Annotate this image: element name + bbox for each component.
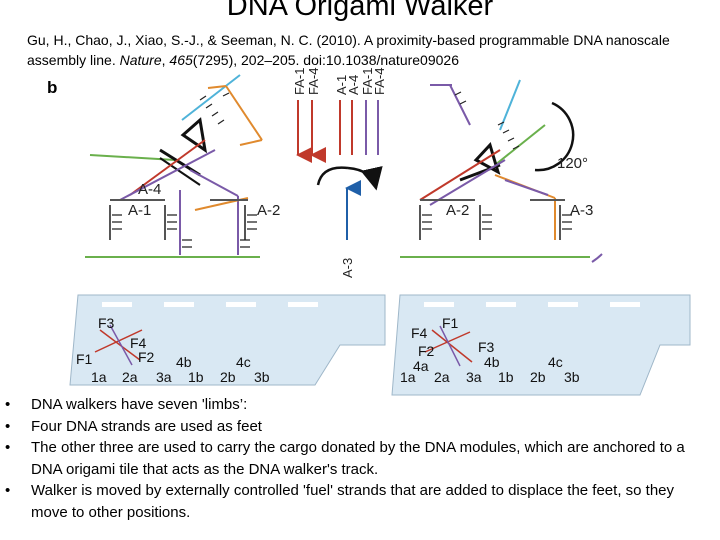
- track-left-1a: 1a: [91, 369, 107, 385]
- fuel-strands: FA-1 FA-4 A-1 A-4 FA-1 FA-4 A-3: [292, 68, 387, 278]
- track-right-f4: F4: [411, 325, 428, 341]
- track-right-2b: 2b: [530, 369, 546, 385]
- track-left-f2: F2: [138, 349, 155, 365]
- track-left-2b: 2b: [220, 369, 236, 385]
- track-left-4c: 4c: [236, 354, 251, 370]
- panel-label: b: [47, 78, 57, 97]
- fuel-label-1: FA-1: [292, 68, 307, 95]
- track-right-4a: 4a: [413, 358, 429, 374]
- track-right-2a: 2a: [434, 369, 450, 385]
- purple-strand-left: [119, 149, 216, 201]
- bullet-item: DNA walkers have seven 'limbs’:: [0, 394, 720, 416]
- right-label-a2: A-2: [446, 202, 469, 219]
- citation-journal: Nature: [119, 52, 162, 68]
- reaction-arrow: [347, 166, 383, 191]
- citation: Gu, H., Chao, J., Xiao, S.-J., & Seeman,…: [27, 32, 670, 68]
- track-right-f3: F3: [478, 339, 495, 355]
- track-left-1b: 1b: [188, 369, 204, 385]
- track-left-3b: 3b: [254, 369, 270, 385]
- left-label-a1: A-1: [128, 202, 151, 219]
- fuel-label-6: FA-4: [372, 68, 387, 95]
- bullet-item: The other three are used to carry the ca…: [0, 437, 720, 480]
- track-left-f4: F4: [130, 335, 147, 351]
- track-left-f3: F3: [98, 315, 115, 331]
- track-right-1a: 1a: [400, 369, 416, 385]
- fuel-label-3: A-1: [334, 75, 349, 95]
- right-origami-track: F1 F4 F2 4a F3 4b 4c 1a 2a 3a 1b 2b 3b: [391, 294, 691, 396]
- citation-volume: 465: [169, 52, 193, 68]
- rotation-label: 120°: [557, 155, 588, 172]
- left-label-a2: A-2: [257, 202, 280, 219]
- track-left-f1: F1: [76, 351, 93, 367]
- orange-arm-diagonal: [225, 85, 263, 141]
- track-left-4b: 4b: [176, 354, 192, 370]
- left-origami-track: F3 F4 F1 F2 4b 4c 1a 2a 3a 1b 2b 3b: [69, 294, 386, 386]
- citation-rest: (7295), 202–205. doi:10.1038/nature09026: [192, 52, 459, 68]
- right-walker-diagram: 120° A-2 A-3: [400, 79, 603, 263]
- orange-arm-top: [207, 85, 227, 89]
- track-right-4c: 4c: [548, 354, 563, 370]
- track-right-3b: 3b: [564, 369, 580, 385]
- citation-authors: Gu, H., Chao, J., Xiao, S.-J., & Seeman,…: [27, 32, 670, 68]
- bullet-item: Four DNA strands are used as feet: [0, 416, 720, 438]
- cyan-arm: [181, 74, 241, 121]
- bullet-list: DNA walkers have seven 'limbs’: Four DNA…: [0, 394, 720, 523]
- bullet-item: Walker is moved by externally controlled…: [0, 480, 720, 523]
- track-right-1b: 1b: [498, 369, 514, 385]
- right-label-a3: A-3: [570, 202, 593, 219]
- rotation-arc: [534, 101, 575, 172]
- dna-walker-figure: b A-4 A-1 A-2: [47, 68, 691, 396]
- fuel-label-5: FA-1: [360, 68, 375, 95]
- fuel-label-2: FA-4: [306, 68, 321, 95]
- left-walker-diagram: A-4 A-1 A-2: [85, 74, 280, 258]
- center-label-a3: A-3: [340, 258, 355, 278]
- track-left-3a: 3a: [156, 369, 172, 385]
- red-strand-left: [129, 139, 206, 196]
- walker-core-triangle-right: [473, 142, 501, 176]
- fuel-label-4: A-4: [346, 75, 361, 95]
- left-label-a4: A-4: [138, 181, 161, 198]
- track-right-f2: F2: [418, 343, 435, 359]
- slide-title: DNA Origami Walker: [226, 0, 494, 22]
- track-right-4b: 4b: [484, 354, 500, 370]
- track-right-3a: 3a: [466, 369, 482, 385]
- track-tile-left: [69, 294, 386, 386]
- track-left-2a: 2a: [122, 369, 138, 385]
- track-right-f1: F1: [442, 315, 459, 331]
- walker-core-triangle: [180, 117, 208, 154]
